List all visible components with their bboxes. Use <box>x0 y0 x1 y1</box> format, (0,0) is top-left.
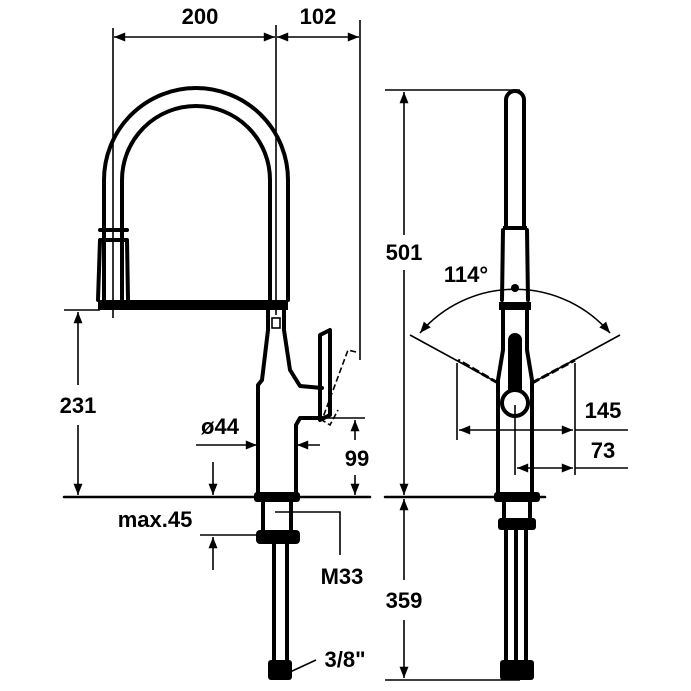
dim-thread: M33 <box>321 564 364 589</box>
side-view: 501 114° 145 73 359 <box>383 89 628 681</box>
gooseneck-spout <box>96 86 290 310</box>
dimension-lines-side <box>383 89 628 681</box>
dim-body-diameter: ø44 <box>201 414 240 439</box>
dim-lever-height: 99 <box>345 446 369 471</box>
dim-spout-height: 231 <box>60 393 97 418</box>
dimension-lines-front <box>62 20 372 673</box>
dim-spout-reach: 200 <box>182 4 219 29</box>
dim-total-height: 501 <box>386 240 423 265</box>
dim-hose-length: 359 <box>386 588 423 613</box>
faucet-body <box>254 308 357 680</box>
side-spout <box>457 89 576 680</box>
dim-lever-half-swing: 73 <box>591 438 615 463</box>
front-view: 200 102 231 ø44 99 max.45 M33 3/8" <box>60 4 372 680</box>
dim-connection: 3/8" <box>324 647 365 672</box>
dim-lever-offset: 102 <box>300 4 337 29</box>
dim-swivel-angle: 114° <box>444 262 488 287</box>
dim-max-deck-thickness: max.45 <box>118 507 193 532</box>
dim-lever-swing: 145 <box>585 398 622 423</box>
